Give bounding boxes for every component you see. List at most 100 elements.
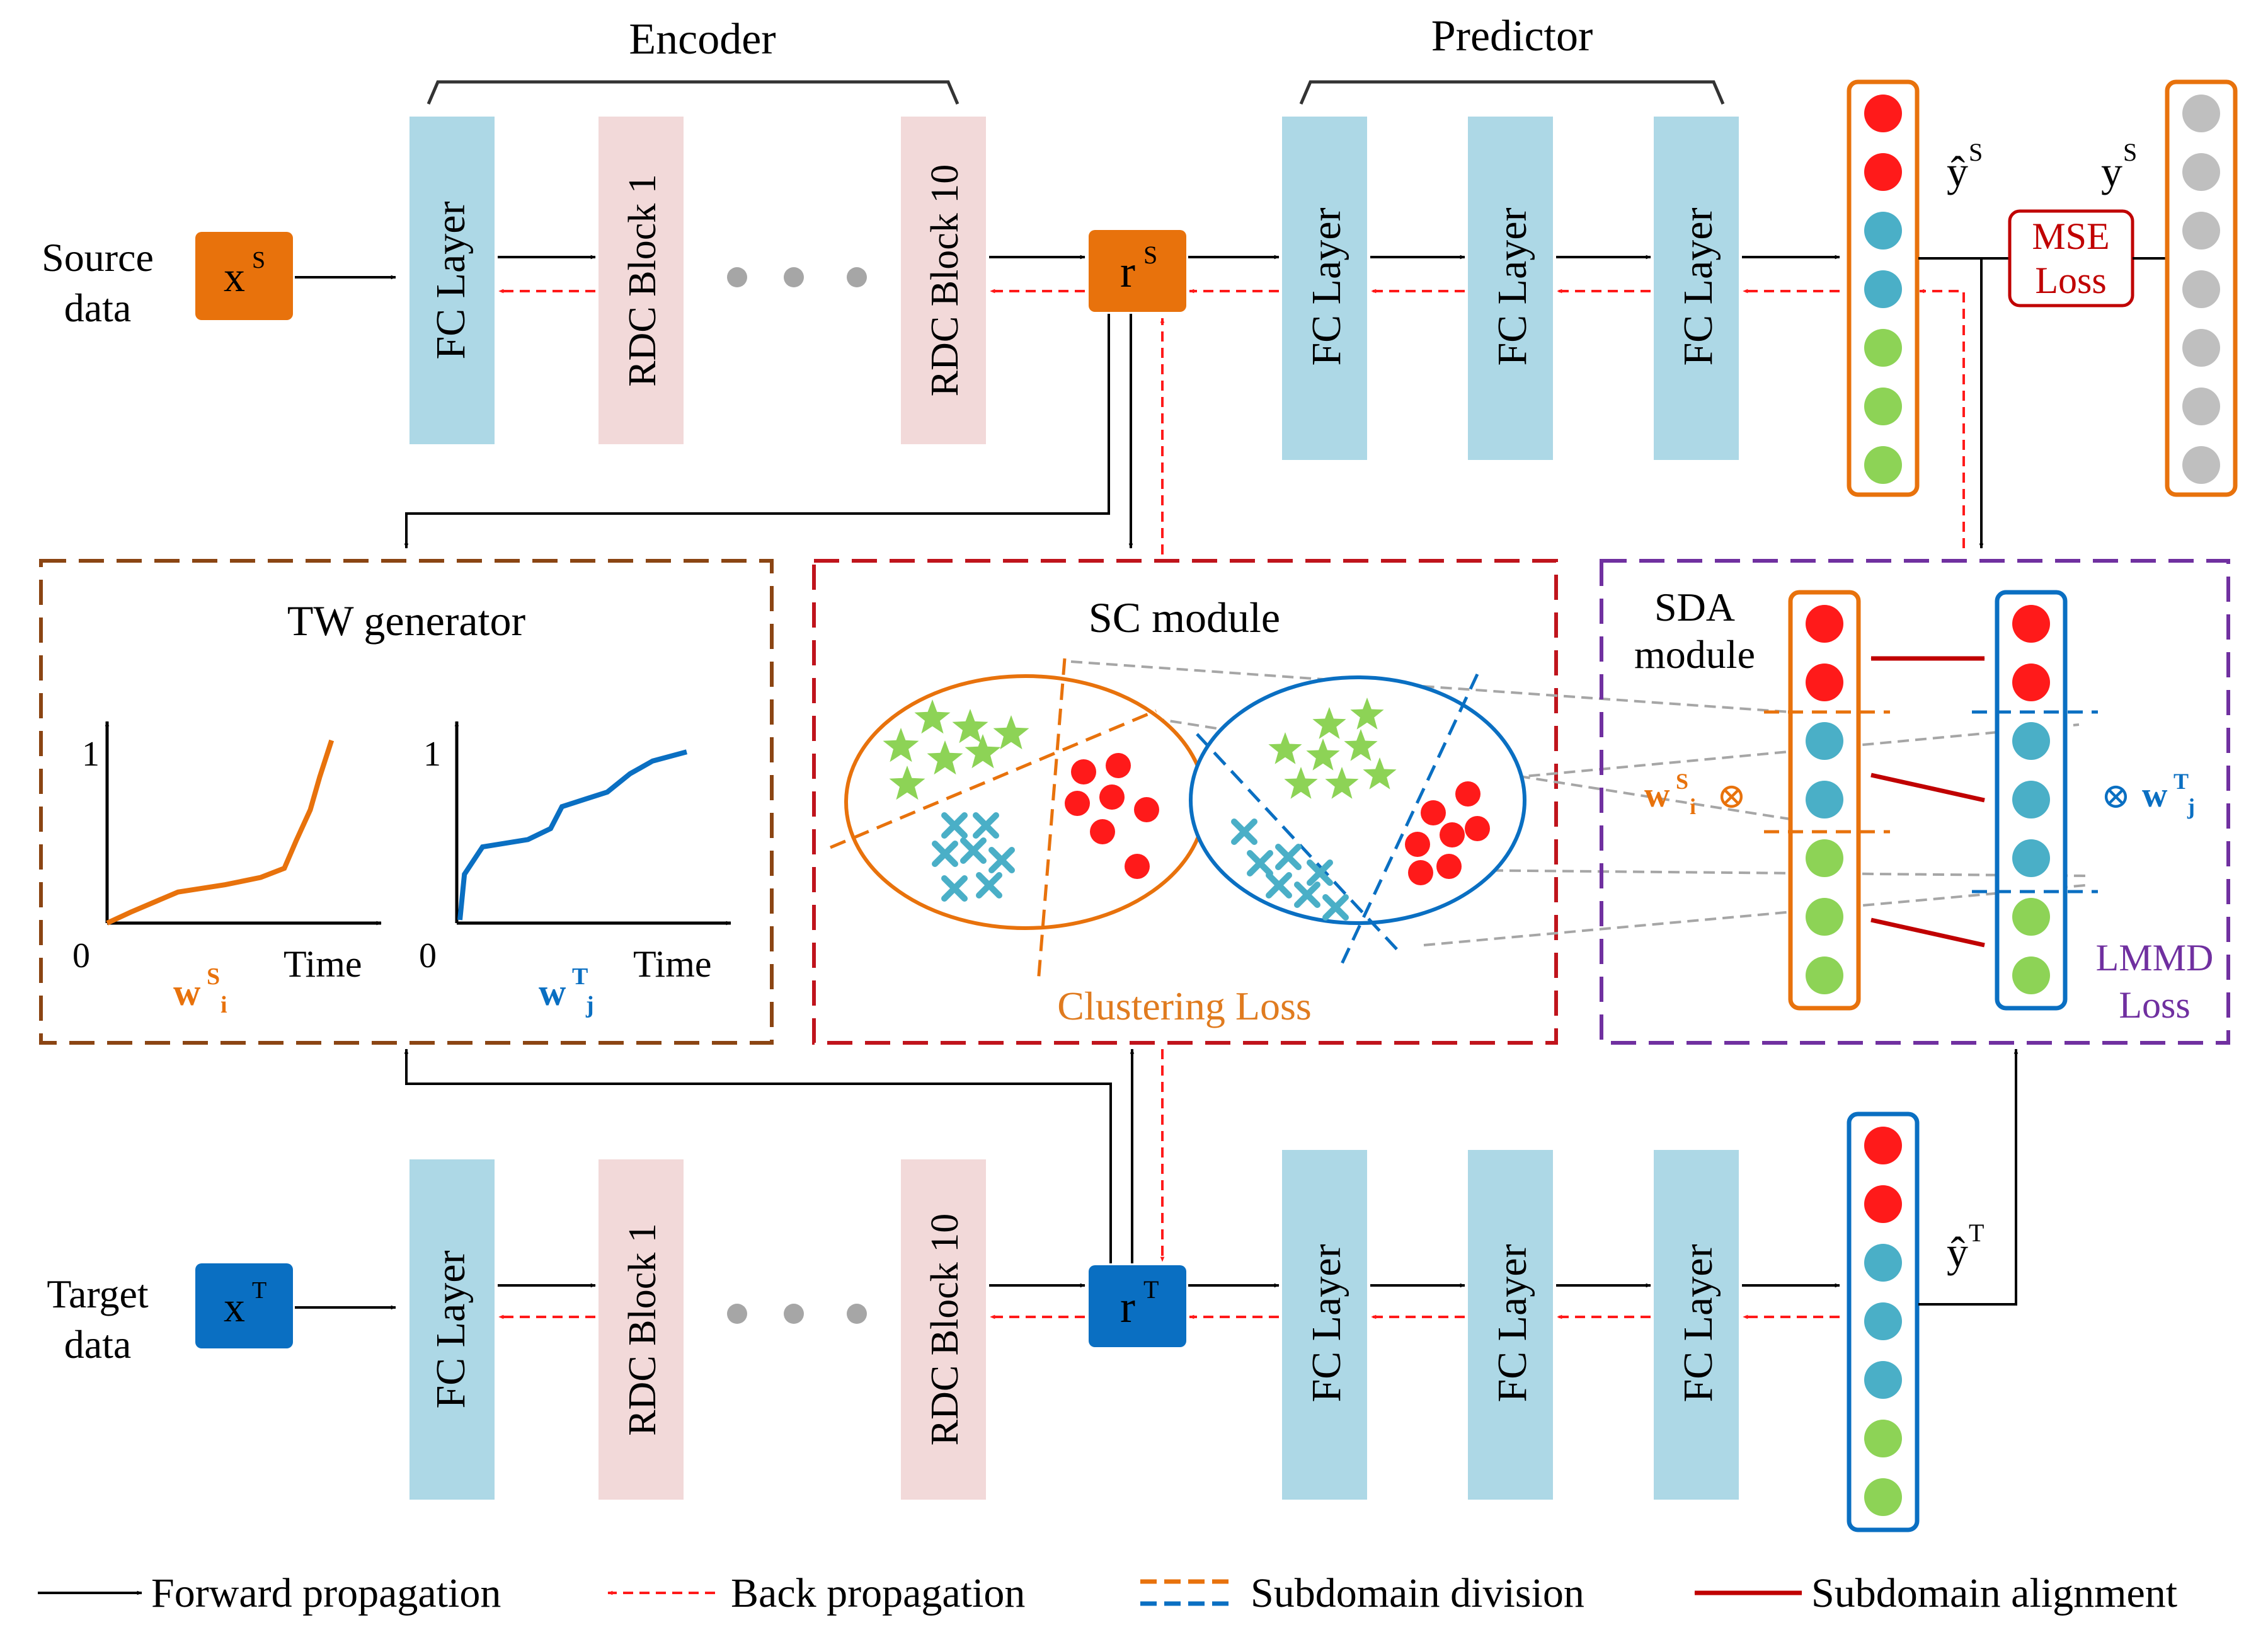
sda-wt-sub: j [2187,794,2195,819]
ellipsis-dot [727,1304,747,1324]
output-dot-green [1864,446,1902,484]
yhat-t-dots [1864,1127,1902,1516]
mse-loss-label-1: MSE [2032,215,2109,257]
yhat-s-dots [1864,95,1902,484]
source-data-label-1: Source [42,235,154,280]
star-sample [914,699,951,734]
sda-module-title-1: SDA [1654,585,1735,629]
wt-axis-zero: 0 [419,936,437,975]
y-s-sup: S [2123,138,2137,166]
rs-label: r [1120,246,1135,297]
cross-sample [988,847,1015,873]
dot-sample [1421,800,1446,825]
yhat-s-label: ŷ [1947,147,1968,195]
sda-wt-label: w [2142,776,2168,815]
source-data-label-2: data [64,285,132,330]
source-star-samples [883,699,1029,800]
cross-sample [976,872,1002,899]
target-dot-samples [1405,781,1490,885]
output-dot-gray [2182,95,2220,132]
src-rdc-block-10 [901,117,986,444]
sda-module-box [1600,559,2230,1045]
wt-axis-one: 1 [423,735,441,774]
output-dot-gray [2182,446,2220,484]
ws-curve [106,739,335,926]
src-rdc-block-1 [598,117,684,444]
cross-sample [932,841,958,867]
star-sample [1350,698,1384,730]
src-pred-fc-2-label: FC Layer [1489,207,1535,365]
xt-box [195,1263,293,1348]
output-dot-teal [2012,781,2050,818]
tgt-pred-fc-1 [1282,1150,1367,1500]
encoder-label: Encoder [629,15,776,64]
dot-sample [1065,791,1090,816]
src-pred-fc-3 [1654,117,1739,460]
legend-division-label: Subdomain division [1251,1570,1584,1616]
output-dot-gray [2182,270,2220,308]
output-dot-teal [1864,1361,1902,1399]
rs-box [1089,230,1186,312]
sc-module-title: SC module [1089,594,1280,641]
star-sample [965,734,1001,769]
star-sample [952,709,988,744]
cross-sample [960,837,987,864]
yhat-t-sup: T [1969,1219,1984,1247]
sda-source-dots [1806,605,1843,994]
rt-sup: T [1143,1275,1159,1304]
output-dot-red [1806,605,1843,643]
alignment-arrows [1870,656,1985,948]
ws-sup: S [207,963,220,990]
output-dot-red [1806,663,1843,701]
fwd-arrow [1918,257,1984,549]
ws-axis-one: 1 [82,735,100,774]
output-dot-green [2012,898,2050,936]
yhat-s-sup: S [1969,138,1983,166]
ellipsis-dot [784,267,804,287]
output-dot-green [1806,898,1843,936]
target-division-lines [1196,673,1479,972]
ellipsis-dot [847,1304,867,1324]
star-sample [1325,767,1359,799]
output-dot-teal [1864,1244,1902,1282]
sda-ws-sub: i [1690,794,1696,819]
source-division-lines [830,658,1157,984]
legend-alignment-label: Subdomain alignment [1811,1570,2177,1616]
legend: Forward propagation Back propagation Sub… [38,1570,2177,1616]
star-sample [889,766,925,800]
tgt-pred-fc-3-label: FC Layer [1675,1244,1721,1402]
star-sample [1363,757,1397,790]
lmmd-loss-label-2: Loss [2119,984,2190,1026]
y-s-label: y [2101,147,2122,195]
tgt-rdc-block-10-label: RDC Block 10 [924,1214,966,1446]
output-dot-red [2012,605,2050,643]
tgt-fc-layer-1 [410,1159,495,1500]
src-rdc-block-10-label: RDC Block 10 [924,164,966,397]
clustering-loss-label: Clustering Loss [1057,984,1312,1028]
output-dot-teal [1806,781,1843,818]
target-cross-samples [1231,818,1349,921]
dot-sample [1071,759,1096,784]
legend-forward-label: Forward propagation [151,1570,501,1616]
output-dot-green [1864,1420,1902,1457]
src-pred-fc-1 [1282,117,1367,460]
output-dot-gray [2182,329,2220,367]
src-pred-fc-1-label: FC Layer [1303,207,1349,365]
ws-axis-time: Time [284,943,362,985]
dot-sample [1099,784,1125,810]
output-dot-gray [2182,212,2220,250]
output-dot-teal [2012,722,2050,760]
source-cross-samples [932,812,1015,902]
sda-ws-sup: S [1676,769,1688,794]
tgt-rdc-block-1-label: RDC Block 1 [621,1223,664,1436]
tgt-rdc-block-1 [598,1159,684,1500]
cross-sample [1275,844,1302,870]
cross-sample [1231,818,1257,845]
cross-sample [1294,882,1320,908]
output-dot-red [1864,1185,1902,1223]
dot-sample [1455,781,1480,807]
output-dot-red [1864,95,1902,132]
dot-sample [1408,860,1433,885]
fwd-arrow [1918,1048,2019,1306]
